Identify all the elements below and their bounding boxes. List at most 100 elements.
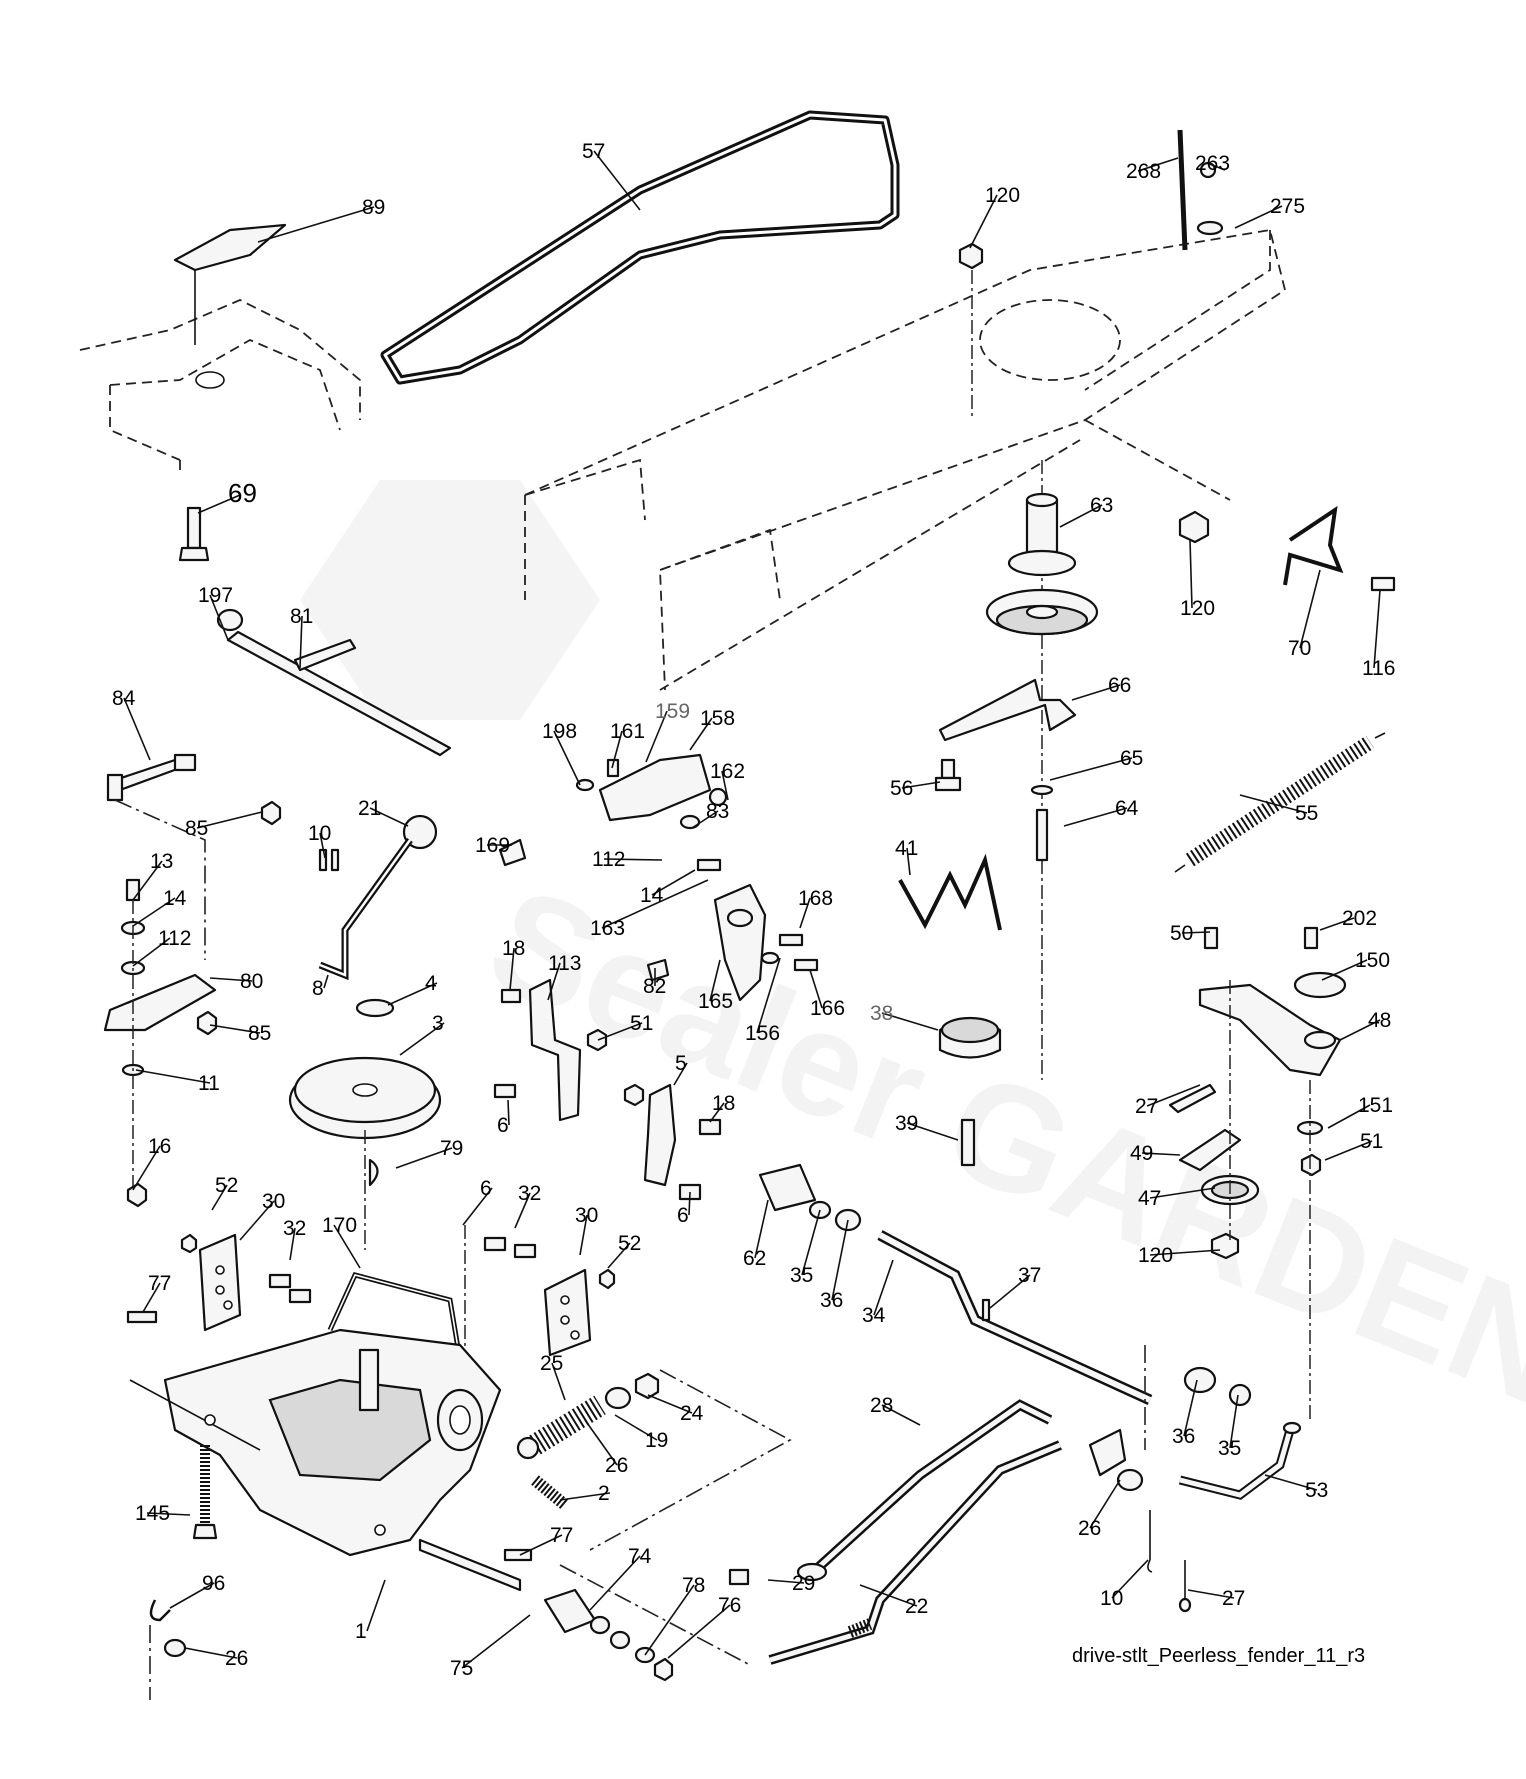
watermark: Sealer GARDEN	[300, 480, 1526, 1437]
right-idler-assembly	[1168, 926, 1347, 1420]
callout-p18b: 18	[712, 1092, 735, 1115]
leader-line	[209, 594, 229, 641]
top-cable-assembly	[1177, 129, 1224, 251]
callout-p25: 25	[540, 1352, 563, 1375]
callout-p65: 65	[1120, 747, 1143, 770]
leader-line	[644, 1584, 695, 1656]
leader-line	[754, 1199, 769, 1259]
callout-p56: 56	[890, 777, 913, 800]
leader-line	[579, 1214, 588, 1256]
callout-p30a: 30	[262, 1190, 285, 1213]
callout-p113: 113	[548, 952, 581, 975]
callout-p81: 81	[290, 605, 313, 628]
leader-line	[1327, 1104, 1371, 1129]
callout-p3: 3	[432, 1012, 444, 1035]
callout-p161: 161	[610, 720, 645, 743]
callout-p4: 4	[425, 972, 437, 995]
callout-p1: 1	[355, 1620, 367, 1643]
leader-line	[901, 781, 941, 789]
fender-outline	[79, 299, 361, 470]
callout-p74: 74	[628, 1545, 652, 1568]
leader-line	[319, 832, 326, 859]
leader-line	[597, 1022, 643, 1041]
callout-p96: 96	[202, 1572, 225, 1595]
leader-line	[547, 962, 561, 1001]
leader-line	[831, 1219, 849, 1301]
nuts	[958, 242, 1240, 1260]
leader-line	[1264, 1474, 1318, 1491]
drawing-code: drive-stlt_Peerless_fender_11_r3	[1072, 1645, 1365, 1667]
axle-parts	[543, 1564, 751, 1682]
callout-p6c: 6	[677, 1204, 689, 1227]
callout-p158: 158	[700, 707, 735, 730]
callout-p150: 150	[1355, 949, 1390, 972]
callout-p162: 162	[710, 760, 745, 783]
leader-line	[1239, 794, 1308, 814]
bolt-56	[934, 758, 962, 792]
leader-line	[645, 710, 668, 763]
leader-line	[873, 1259, 894, 1316]
leader-line	[881, 1012, 939, 1031]
leader-line	[123, 697, 151, 761]
leader-line	[257, 206, 375, 243]
callout-p49: 49	[1130, 1142, 1153, 1165]
leader-line	[323, 974, 329, 989]
callout-p37: 37	[1018, 1264, 1041, 1287]
center-brackets	[493, 978, 722, 1201]
callout-p57: 57	[582, 140, 605, 163]
leader-line	[607, 1242, 631, 1269]
leader-line	[688, 1191, 691, 1216]
callout-p198: 198	[542, 720, 577, 743]
callout-p35a: 35	[790, 1264, 813, 1287]
callout-p41: 41	[895, 837, 918, 860]
callout-p48: 48	[1368, 1009, 1391, 1032]
leader-line	[551, 1362, 566, 1401]
callout-p52b: 52	[618, 1232, 641, 1255]
leader-line	[514, 1192, 531, 1229]
pivot-assembly	[498, 753, 728, 872]
callout-p116: 116	[1362, 657, 1395, 680]
callout-p112b: 112	[158, 927, 191, 950]
callout-p36b: 36	[1172, 1425, 1195, 1448]
leader-line	[1071, 684, 1121, 701]
callout-p16: 16	[148, 1135, 171, 1158]
callout-p170: 170	[322, 1214, 357, 1237]
callout-p63: 63	[1090, 494, 1113, 517]
callout-p89: 89	[362, 196, 385, 219]
clip-41	[898, 853, 1002, 931]
bracket-66	[938, 678, 1077, 742]
callout-p163: 163	[590, 917, 625, 940]
callout-p10b: 10	[1100, 1587, 1123, 1610]
leader-line	[756, 957, 781, 1034]
callout-p39: 39	[895, 1112, 918, 1135]
callout-p14a: 14	[640, 884, 664, 907]
leader-line	[209, 977, 253, 982]
callout-p13: 13	[150, 850, 173, 873]
callout-p84: 84	[112, 687, 136, 710]
leader-line	[721, 770, 729, 801]
callout-p52a: 52	[215, 1174, 238, 1197]
callout-p32b: 32	[283, 1217, 306, 1240]
callout-p27a: 27	[1135, 1095, 1158, 1118]
chassis-frame	[524, 228, 1287, 691]
callout-p38: 38	[870, 1002, 893, 1025]
callout-p34: 34	[862, 1304, 886, 1327]
callout-p159: 159	[655, 700, 690, 723]
leader-line	[859, 1584, 918, 1607]
leader-line	[709, 959, 721, 1002]
callout-p28: 28	[870, 1394, 893, 1417]
transaxle	[129, 1328, 522, 1592]
leader-line	[369, 807, 409, 827]
callout-p82: 82	[643, 975, 666, 998]
leader-line	[169, 1582, 215, 1609]
callout-p21: 21	[358, 797, 381, 820]
washers-right	[1144, 1345, 1252, 1450]
keys-77	[126, 1310, 533, 1562]
leader-line	[667, 1604, 731, 1659]
brake-bracket-assembly	[646, 883, 819, 1002]
leader-line	[132, 1145, 161, 1191]
leader-line	[1146, 1084, 1201, 1107]
leader-line	[1141, 1152, 1181, 1156]
leader-line	[1234, 205, 1283, 229]
mount-plates	[126, 1182, 616, 1357]
